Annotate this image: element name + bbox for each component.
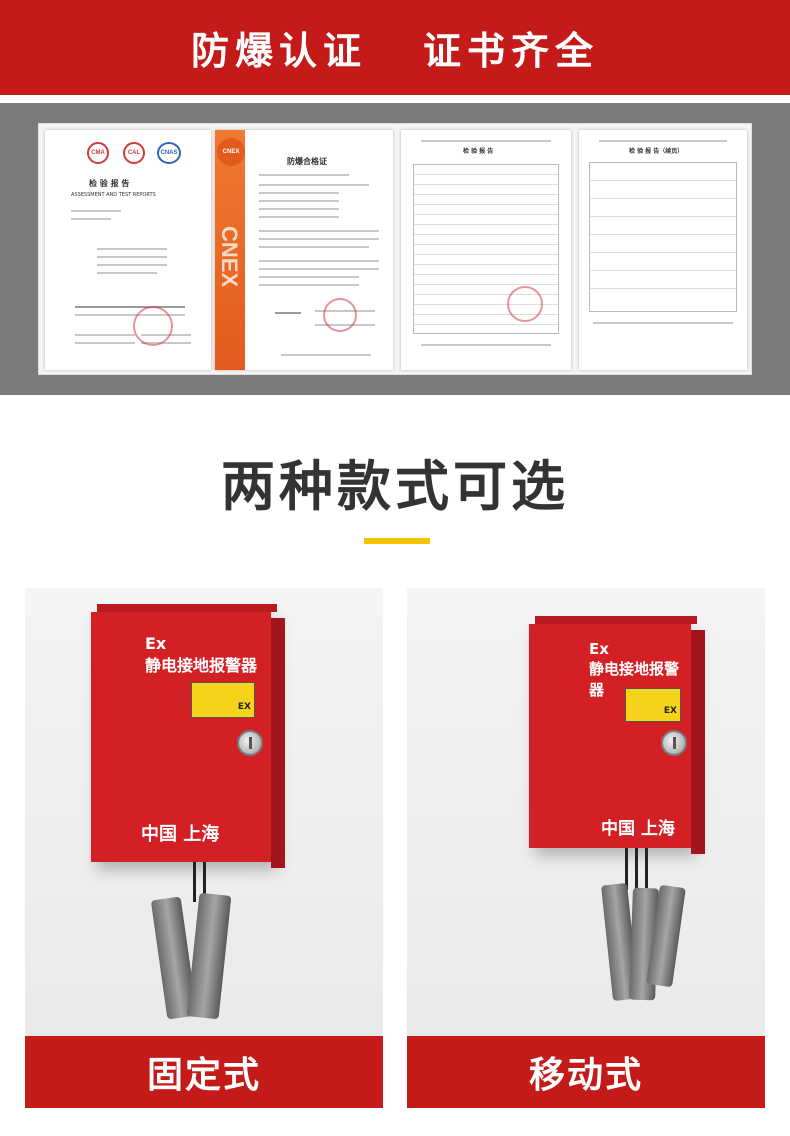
- certificate-4-title: 检 验 报 告（续页）: [629, 148, 684, 155]
- caption-bar-mobile: 移动式: [407, 1036, 765, 1108]
- ground-clamp-icon: [186, 892, 232, 1020]
- cal-logo-icon: CAL: [123, 142, 145, 164]
- certificate-page-2: CNEX CNEX 防爆合格证: [215, 130, 393, 370]
- device-name: 静电接地报警器: [145, 656, 258, 675]
- ex-mark: Ex: [145, 634, 167, 653]
- certificate-1-subtitle: ASSESSMENT AND TEST REPORTS: [71, 192, 156, 198]
- cnas-logo-icon: CNAS: [157, 142, 181, 164]
- report-table-continued: [589, 162, 737, 312]
- cable: [645, 848, 648, 892]
- device-name: 静电接地报警器: [589, 660, 680, 699]
- origin-text: 中国 上海: [601, 819, 675, 839]
- nameplate-label: EX: [625, 688, 681, 722]
- product-card-mobile[interactable]: Ex 静电接地报警器 EX 中国 上海 移动式: [407, 588, 765, 1108]
- alarm-enclosure: Ex 静电接地报警器 EX 中国 上海: [529, 616, 705, 854]
- nameplate-label: EX: [191, 682, 255, 718]
- ex-mark: Ex: [589, 640, 609, 658]
- red-seal-icon: [507, 286, 543, 322]
- nameplate-ex-mark: EX: [663, 706, 677, 717]
- cable: [635, 848, 638, 894]
- key-lock-icon: [237, 730, 263, 756]
- cable: [193, 862, 196, 902]
- red-seal-icon: [323, 298, 357, 332]
- cma-logo-icon: CMA: [87, 142, 109, 164]
- cable: [203, 862, 206, 906]
- certificate-page-1: CMA CAL CNAS 检 验 报 告 ASSESSMENT AND TEST…: [45, 130, 211, 370]
- header-right-text: 证书齐全: [423, 29, 600, 73]
- certificate-1-title: 检 验 报 告: [89, 179, 130, 188]
- header-left-text: 防爆认证: [190, 29, 367, 73]
- certificate-2-title: 防爆合格证: [287, 157, 327, 166]
- caption-bar-fixed: 固定式: [25, 1036, 383, 1108]
- certificate-page-4: 检 验 报 告（续页）: [579, 130, 747, 370]
- caption-fixed: 固定式: [146, 1055, 261, 1096]
- certificate-3-title: 检 验 报 告: [463, 148, 494, 155]
- cnex-band-text: CNEX: [217, 226, 242, 288]
- cnex-logo-icon: CNEX: [217, 138, 245, 166]
- signature-mark: [275, 312, 301, 314]
- section-title: 两种款式可选: [221, 455, 569, 518]
- alarm-enclosure: Ex 静电接地报警器 EX 中国 上海: [91, 604, 285, 868]
- origin-text: 中国 上海: [141, 824, 220, 845]
- cnex-band: CNEX: [215, 130, 245, 370]
- key-lock-icon: [661, 730, 687, 756]
- caption-mobile: 移动式: [528, 1055, 643, 1096]
- nameplate-ex-mark: EX: [237, 702, 251, 713]
- header-banner: 防爆认证 证书齐全: [0, 0, 790, 95]
- certificate-frame: CMA CAL CNAS 检 验 报 告 ASSESSMENT AND TEST…: [38, 123, 752, 375]
- title-underline: [364, 538, 430, 544]
- certificate-page-3: 检 验 报 告: [401, 130, 571, 370]
- red-seal-icon: [133, 306, 173, 346]
- product-card-fixed[interactable]: Ex 静电接地报警器 EX 中国 上海 固定式: [25, 588, 383, 1108]
- report-table: [413, 164, 559, 334]
- certificate-strip: CMA CAL CNAS 检 验 报 告 ASSESSMENT AND TEST…: [0, 103, 790, 395]
- cable: [625, 848, 628, 890]
